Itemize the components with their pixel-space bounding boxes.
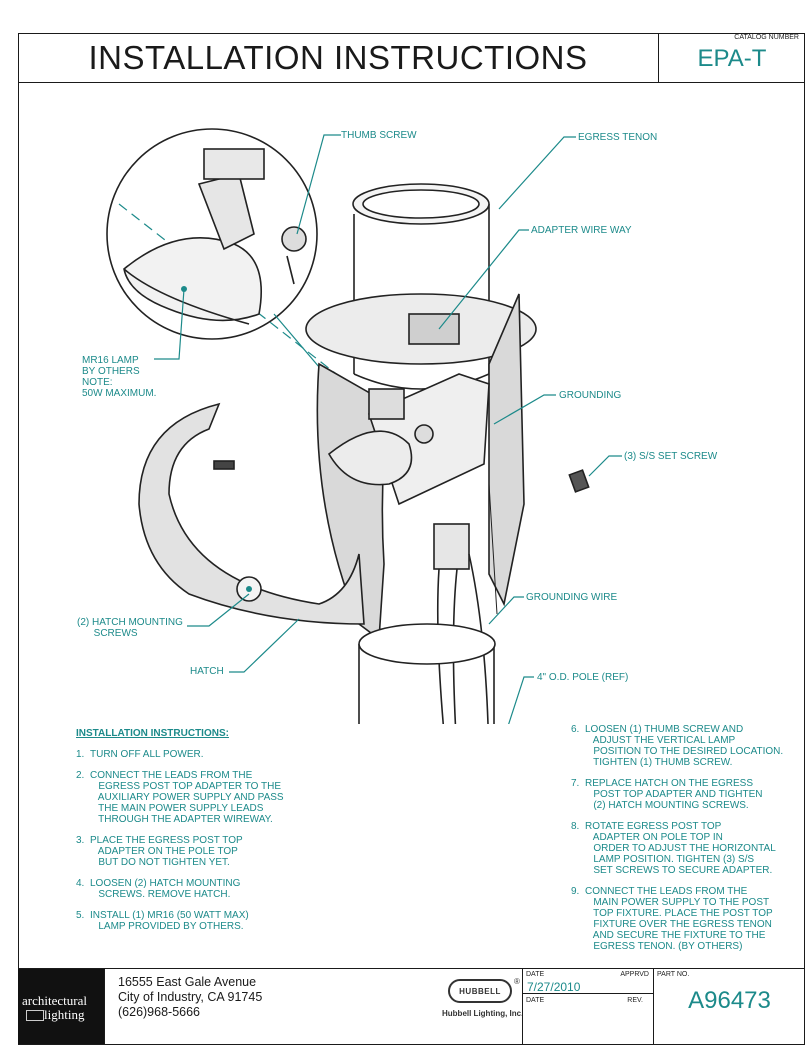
callout-hatch: HATCH	[190, 666, 224, 677]
instruction-step: 4. LOOSEN (2) HATCH MOUNTING SCREWS. REMO…	[76, 878, 336, 900]
instruction-step: 9. CONNECT THE LEADS FROM THE MAIN POWER …	[571, 886, 791, 952]
footer-title-block: architectural lighting 16555 East Gale A…	[18, 968, 805, 1045]
instruction-step: 6. LOOSEN (1) THUMB SCREW AND ADJUST THE …	[571, 724, 791, 768]
address-street: 16555 East Gale Avenue	[118, 975, 257, 989]
callout-adapter-wire-way: ADAPTER WIRE WAY	[531, 225, 632, 236]
step-number: 3.	[76, 835, 85, 846]
instructions-left-column: INSTALLATION INSTRUCTIONS: 1. TURN OFF AL…	[76, 728, 336, 942]
callout-pole: 4" O.D. POLE (REF)	[537, 672, 629, 683]
instruction-step: 1. TURN OFF ALL POWER.	[76, 749, 336, 760]
instructions-title: INSTALLATION INSTRUCTIONS:	[76, 728, 229, 739]
logo-mark	[26, 1010, 44, 1021]
catalog-number: EPA-T	[697, 45, 767, 72]
step-number: 1.	[76, 749, 85, 760]
step-text: ROTATE EGRESS POST TOP ADAPTER ON POLE T…	[585, 821, 776, 876]
detail-lamp	[123, 237, 262, 322]
hubbell-logo: HUBBELL ® Hubbell Lighting, Inc.	[442, 973, 524, 1043]
company-address: 16555 East Gale Avenue City of Industry,…	[118, 975, 262, 1020]
hubbell-company-name: Hubbell Lighting, Inc.	[442, 1009, 524, 1018]
pole	[358, 644, 495, 724]
callout-grounding-wire: GROUNDING WIRE	[526, 592, 618, 603]
step-number: 7.	[571, 778, 580, 789]
step-number: 8.	[571, 821, 580, 832]
step-text: CONNECT THE LEADS FROM THE EGRESS POST T…	[90, 770, 284, 825]
callout-hatch-mounting-screws: (2) HATCH MOUNTING SCREWS	[77, 617, 183, 639]
part-number-box: PART NO. A96473	[654, 969, 805, 1044]
detail-circle	[106, 128, 318, 340]
date-approval-box: DATE APPRVD 7/27/2010 DATE REV.	[522, 969, 654, 1044]
rev-date-label: DATE	[526, 997, 545, 1004]
instruction-step: 8. ROTATE EGRESS POST TOP ADAPTER ON POLE…	[571, 821, 791, 876]
step-text: TURN OFF ALL POWER.	[90, 749, 204, 760]
step-text: CONNECT THE LEADS FROM THE MAIN POWER SU…	[585, 886, 773, 952]
part-label: PART NO.	[657, 971, 690, 978]
drawing-frame	[18, 33, 805, 1045]
step-number: 4.	[76, 878, 85, 889]
catalog-box: CATALOG NUMBER EPA-T	[658, 33, 805, 83]
hubbell-badge: HUBBELL	[448, 979, 512, 1003]
address-phone: (626)968-5666	[118, 1005, 201, 1019]
address-city: City of Industry, CA 91745	[118, 990, 263, 1004]
callout-mr16-lamp: MR16 LAMP BY OTHERS NOTE: 50W MAXIMUM.	[82, 355, 157, 399]
page-title: INSTALLATION INSTRUCTIONS	[88, 39, 588, 76]
rev-label: REV.	[627, 997, 643, 1004]
instruction-step: 2. CONNECT THE LEADS FROM THE EGRESS POST…	[76, 770, 336, 825]
step-number: 9.	[571, 886, 580, 897]
step-number: 2.	[76, 770, 85, 781]
callout-set-screw: (3) S/S SET SCREW	[624, 451, 718, 462]
callout-grounding: GROUNDING	[559, 390, 622, 401]
step-text: LOOSEN (1) THUMB SCREW AND ADJUST THE VE…	[585, 724, 784, 768]
assembly-drawing	[106, 128, 622, 724]
architectural-lighting-logo: architectural lighting	[18, 969, 105, 1044]
apprvd-label: APPRVD	[620, 971, 649, 978]
step-number: 6.	[571, 724, 580, 735]
logo-text-line2: lighting	[44, 1007, 85, 1022]
date-label: DATE	[526, 971, 545, 978]
step-text: LOOSEN (2) HATCH MOUNTING SCREWS. REMOVE…	[90, 878, 241, 900]
step-text: INSTALL (1) MR16 (50 WATT MAX) LAMP PROV…	[90, 910, 249, 932]
date-divider	[523, 993, 653, 994]
part-number: A96473	[688, 987, 771, 1014]
instruction-step: 5. INSTALL (1) MR16 (50 WATT MAX) LAMP PR…	[76, 910, 336, 932]
logo-text-line1: architectural	[22, 993, 87, 1008]
step-text: REPLACE HATCH ON THE EGRESS POST TOP ADA…	[585, 778, 763, 811]
hatch	[138, 402, 365, 625]
instruction-step: 3. PLACE THE EGRESS POST TOP ADAPTER ON T…	[76, 835, 336, 868]
callout-egress-tenon: EGRESS TENON	[578, 132, 658, 143]
catalog-label: CATALOG NUMBER	[734, 34, 799, 41]
lamp-assembly	[327, 430, 413, 486]
callout-thumb-screw: THUMB SCREW	[341, 130, 417, 141]
registered-mark: ®	[514, 977, 520, 986]
date-value: 7/27/2010	[527, 980, 581, 994]
step-number: 5.	[76, 910, 85, 921]
step-text: PLACE THE EGRESS POST TOP ADAPTER ON THE…	[90, 835, 243, 868]
connector	[433, 523, 470, 570]
title-block: INSTALLATION INSTRUCTIONS CATALOG NUMBER…	[18, 33, 805, 83]
instructions-right-column: 6. LOOSEN (1) THUMB SCREW AND ADJUST THE …	[571, 724, 791, 962]
instruction-step: 7. REPLACE HATCH ON THE EGRESS POST TOP A…	[571, 778, 791, 811]
